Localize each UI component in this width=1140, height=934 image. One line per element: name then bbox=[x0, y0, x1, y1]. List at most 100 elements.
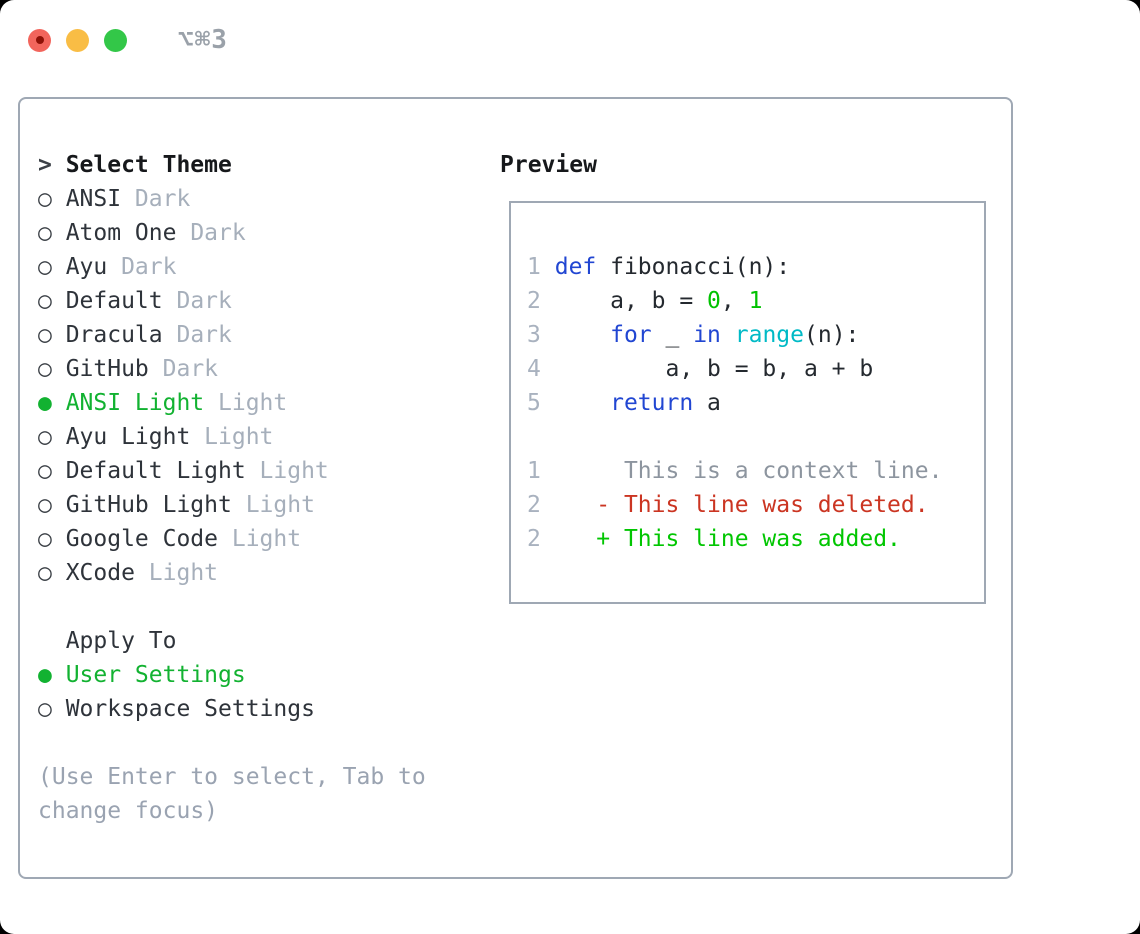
radio-unselected-icon: ○ bbox=[38, 220, 52, 246]
zoom-button[interactable] bbox=[104, 28, 127, 52]
code-function-name: range bbox=[734, 322, 805, 348]
selection-caret-icon: > bbox=[38, 152, 52, 178]
code-text: _ bbox=[651, 322, 694, 348]
radio-selected-icon: ● bbox=[38, 662, 52, 688]
radio-unselected-icon: ○ bbox=[38, 186, 52, 212]
theme-name: Default Light bbox=[65, 458, 246, 484]
code-line: 5 return a bbox=[527, 386, 942, 420]
preview-pane: 1 def fibonacci(n): 2 a, b = 0, 1 3 for … bbox=[509, 201, 986, 604]
code-keyword: def bbox=[554, 254, 597, 280]
theme-name: Ayu bbox=[65, 254, 108, 280]
radio-unselected-icon: ○ bbox=[38, 288, 52, 314]
diff-deleted-text: - This line was deleted. bbox=[596, 492, 929, 518]
line-number: 2 bbox=[527, 288, 541, 314]
code-text: a, b = b, a + b bbox=[540, 356, 874, 382]
line-number: 5 bbox=[527, 390, 541, 416]
theme-item-dracula-dark[interactable]: ○ Dracula Dark bbox=[38, 318, 426, 352]
diff-deleted-line: 2 - This line was deleted. bbox=[527, 488, 942, 522]
radio-unselected-icon: ○ bbox=[38, 254, 52, 280]
code-keyword: in bbox=[693, 322, 721, 348]
preview-header: Preview bbox=[500, 152, 597, 178]
hint-text-line2: change focus) bbox=[38, 798, 219, 824]
spacer bbox=[38, 726, 426, 760]
theme-variant-badge: Dark bbox=[134, 186, 191, 212]
code-text bbox=[541, 254, 555, 280]
diff-added-line: 2 + This line was added. bbox=[527, 522, 942, 556]
close-button-dot bbox=[35, 36, 44, 44]
apply-option-user-settings[interactable]: ● User Settings bbox=[38, 658, 426, 692]
line-number: 4 bbox=[527, 356, 541, 382]
keyboard-shortcut-label: ⌥⌘3 bbox=[178, 25, 228, 55]
diff-context-line: 1 This is a context line. bbox=[527, 454, 942, 488]
code-text bbox=[721, 322, 735, 348]
theme-variant-badge: Light bbox=[259, 458, 329, 484]
theme-item-ayu-dark[interactable]: ○ Ayu Dark bbox=[38, 250, 426, 284]
radio-unselected-icon: ○ bbox=[38, 424, 52, 450]
apply-option-label: Workspace Settings bbox=[65, 696, 315, 722]
theme-variant-badge: Dark bbox=[121, 254, 177, 280]
theme-list-header: > Select Theme bbox=[38, 148, 426, 182]
code-keyword: return bbox=[610, 390, 694, 416]
code-text: , bbox=[720, 288, 749, 314]
code-text bbox=[541, 390, 610, 416]
theme-variant-badge: Light bbox=[245, 492, 315, 518]
code-line: 4 a, b = b, a + b bbox=[527, 352, 942, 386]
titlebar: ⌥⌘3 bbox=[28, 25, 228, 55]
code-text: fibonacci(n): bbox=[596, 254, 791, 280]
close-button[interactable] bbox=[28, 28, 51, 52]
theme-variant-badge: Dark bbox=[190, 220, 246, 246]
theme-variant-badge: Dark bbox=[176, 322, 232, 348]
theme-variant-badge: Light bbox=[231, 526, 302, 552]
theme-item-ansi-dark[interactable]: ○ ANSI Dark bbox=[38, 182, 426, 216]
line-number: 1 bbox=[527, 458, 541, 484]
diff-indent bbox=[541, 458, 624, 484]
theme-name: ANSI Light bbox=[65, 390, 205, 416]
line-number: 2 bbox=[527, 526, 541, 552]
line-number: 2 bbox=[527, 492, 541, 518]
apply-option-workspace-settings[interactable]: ○ Workspace Settings bbox=[38, 692, 426, 726]
apply-to-header: Apply To bbox=[38, 624, 426, 658]
radio-unselected-icon: ○ bbox=[38, 696, 52, 722]
theme-variant-badge: Dark bbox=[162, 356, 219, 382]
theme-list-header-label: Select Theme bbox=[65, 152, 232, 178]
code-line: 3 for _ in range(n): bbox=[527, 318, 942, 352]
theme-item-xcode[interactable]: ○ XCode Light bbox=[38, 556, 426, 590]
theme-name: Ayu Light bbox=[65, 424, 191, 450]
line-number: 3 bbox=[527, 322, 541, 348]
radio-unselected-icon: ○ bbox=[38, 492, 52, 518]
theme-variant-badge: Light bbox=[148, 560, 219, 586]
diff-added-text: + This line was added. bbox=[596, 526, 901, 552]
code-number-literal: 0 bbox=[707, 288, 721, 314]
minimize-button[interactable] bbox=[66, 28, 89, 52]
code-line: 2 a, b = 0, 1 bbox=[527, 284, 942, 318]
diff-context-text: This is a context line. bbox=[623, 458, 943, 484]
theme-name: GitHub Light bbox=[65, 492, 232, 518]
theme-name: Dracula bbox=[65, 322, 163, 348]
theme-name: Google Code bbox=[65, 526, 219, 552]
code-text: a, b = bbox=[540, 288, 708, 314]
diff-indent bbox=[541, 526, 596, 552]
code-text bbox=[541, 322, 610, 348]
code-text: (n): bbox=[804, 322, 860, 348]
code-line: 1 def fibonacci(n): bbox=[527, 250, 942, 284]
theme-item-github-light[interactable]: ○ GitHub Light Light bbox=[38, 488, 426, 522]
diff-indent bbox=[541, 492, 596, 518]
theme-name: ANSI bbox=[65, 186, 122, 212]
code-number-literal: 1 bbox=[748, 288, 763, 314]
theme-name: XCode bbox=[65, 560, 135, 586]
apply-option-label: User Settings bbox=[65, 662, 246, 688]
radio-unselected-icon: ○ bbox=[38, 322, 52, 348]
radio-unselected-icon: ○ bbox=[38, 560, 52, 586]
spacer bbox=[38, 590, 426, 624]
theme-item-default-light[interactable]: ○ Default Light Light bbox=[38, 454, 426, 488]
radio-unselected-icon: ○ bbox=[38, 458, 52, 484]
code-keyword: for bbox=[610, 322, 652, 348]
apply-to-header-label: Apply To bbox=[65, 628, 177, 654]
